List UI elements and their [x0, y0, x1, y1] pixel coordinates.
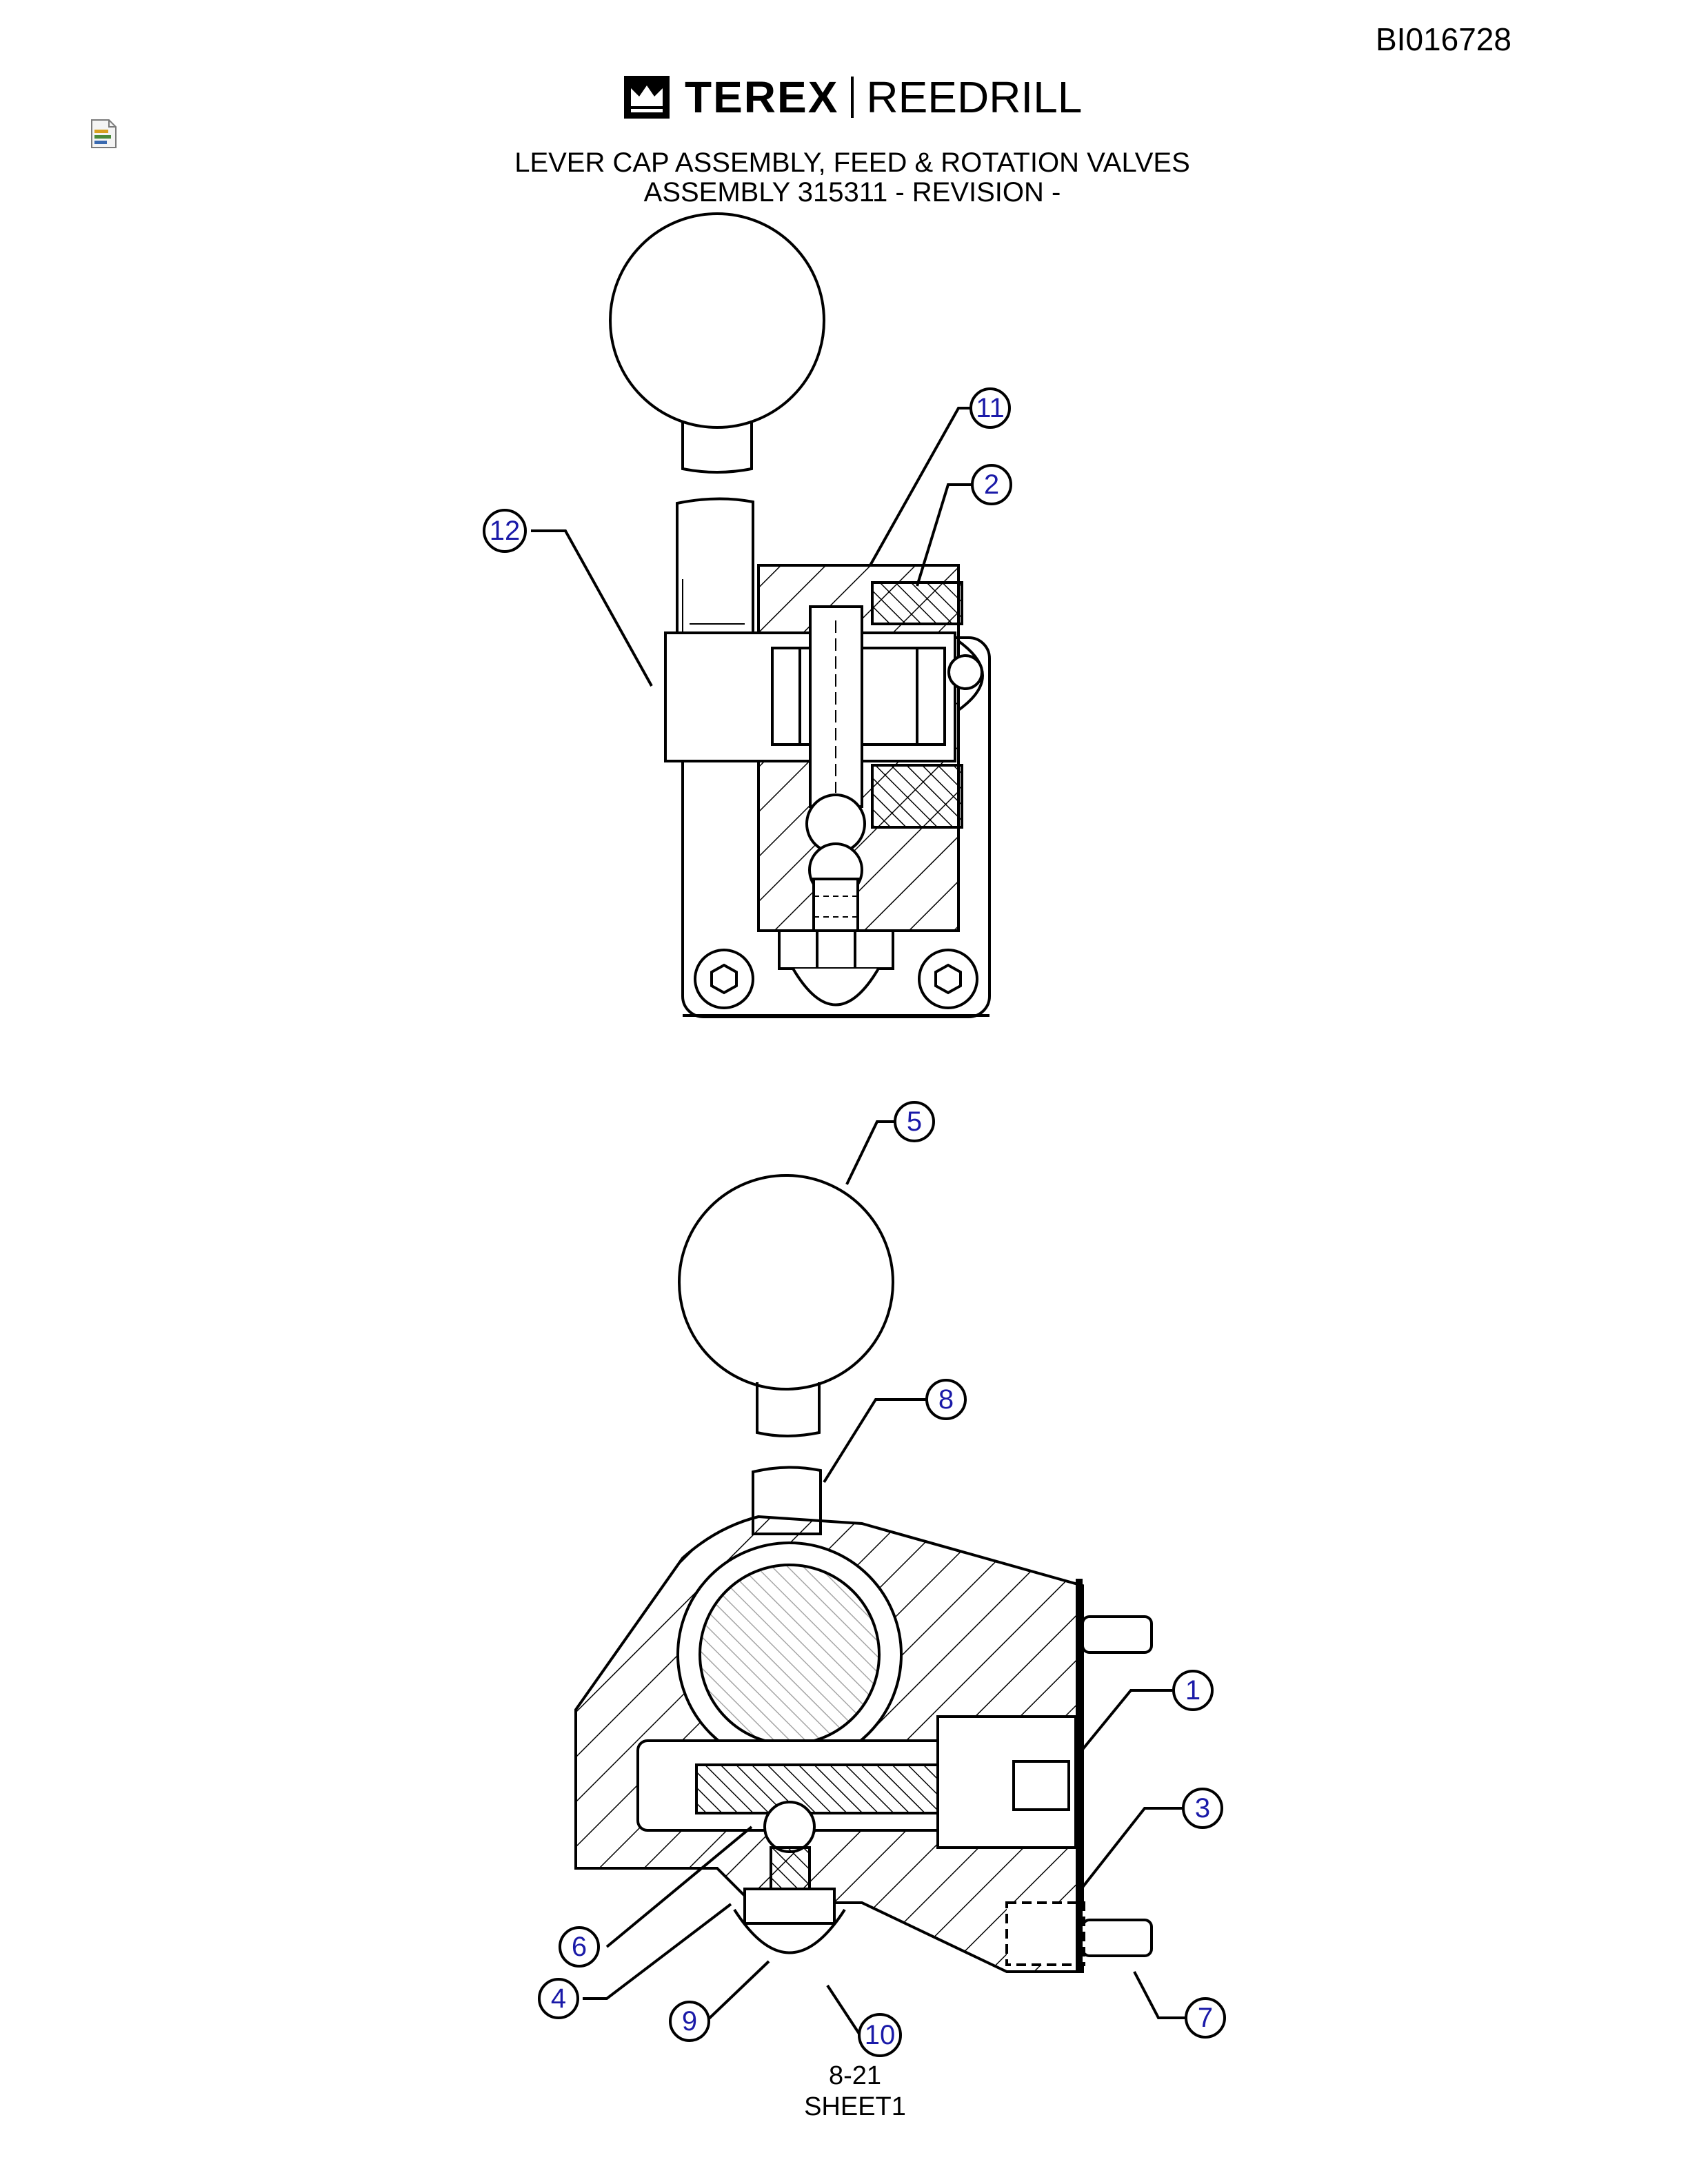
- svg-text:11: 11: [976, 393, 1005, 423]
- callout-9[interactable]: 9: [669, 2001, 710, 2042]
- brand-divider: [851, 77, 854, 118]
- svg-text:10: 10: [865, 2020, 896, 2050]
- callout-leaders: [531, 407, 1186, 2035]
- terex-logo-icon: [624, 76, 670, 119]
- callout-6[interactable]: 6: [559, 1926, 600, 1968]
- callout-4[interactable]: 4: [538, 1978, 579, 2019]
- bottom-lever-cap-assembly: [574, 1174, 1153, 1973]
- callout-8[interactable]: 8: [925, 1379, 967, 1420]
- svg-text:4: 4: [551, 1983, 566, 2014]
- svg-text:1: 1: [1185, 1675, 1200, 1706]
- svg-text:9: 9: [682, 2006, 697, 2036]
- brand-logo: TEREX REEDRILL: [624, 72, 1083, 122]
- brand-name-reedrill: REEDRILL: [866, 72, 1083, 122]
- callout-10[interactable]: 10: [858, 2013, 902, 2057]
- callout-11[interactable]: 11: [969, 387, 1011, 429]
- svg-text:6: 6: [572, 1932, 587, 1962]
- document-icon[interactable]: [90, 119, 119, 149]
- svg-text:5: 5: [907, 1106, 922, 1137]
- callout-2[interactable]: 2: [971, 464, 1012, 505]
- top-lever-cap-assembly: [609, 212, 991, 1018]
- callout-7[interactable]: 7: [1185, 1997, 1226, 2039]
- diagram-title-line1: LEVER CAP ASSEMBLY, FEED & ROTATION VALV…: [514, 148, 1190, 178]
- svg-text:8: 8: [938, 1384, 954, 1415]
- diagram-title-line2: ASSEMBLY 315311 - REVISION -: [643, 177, 1061, 208]
- callout-1[interactable]: 1: [1172, 1670, 1214, 1711]
- svg-text:12: 12: [490, 516, 521, 546]
- callout-5[interactable]: 5: [894, 1101, 935, 1142]
- svg-text:7: 7: [1198, 2003, 1213, 2033]
- callout-12[interactable]: 12: [483, 509, 527, 553]
- sheet-label: SHEET1: [804, 2092, 906, 2121]
- callout-3[interactable]: 3: [1182, 1788, 1223, 1829]
- svg-text:3: 3: [1195, 1793, 1210, 1823]
- page-number: 8-21: [828, 2061, 882, 2090]
- brand-name-terex: TEREX: [685, 72, 839, 122]
- svg-text:2: 2: [984, 469, 999, 500]
- document-id: BI016728: [1376, 21, 1511, 57]
